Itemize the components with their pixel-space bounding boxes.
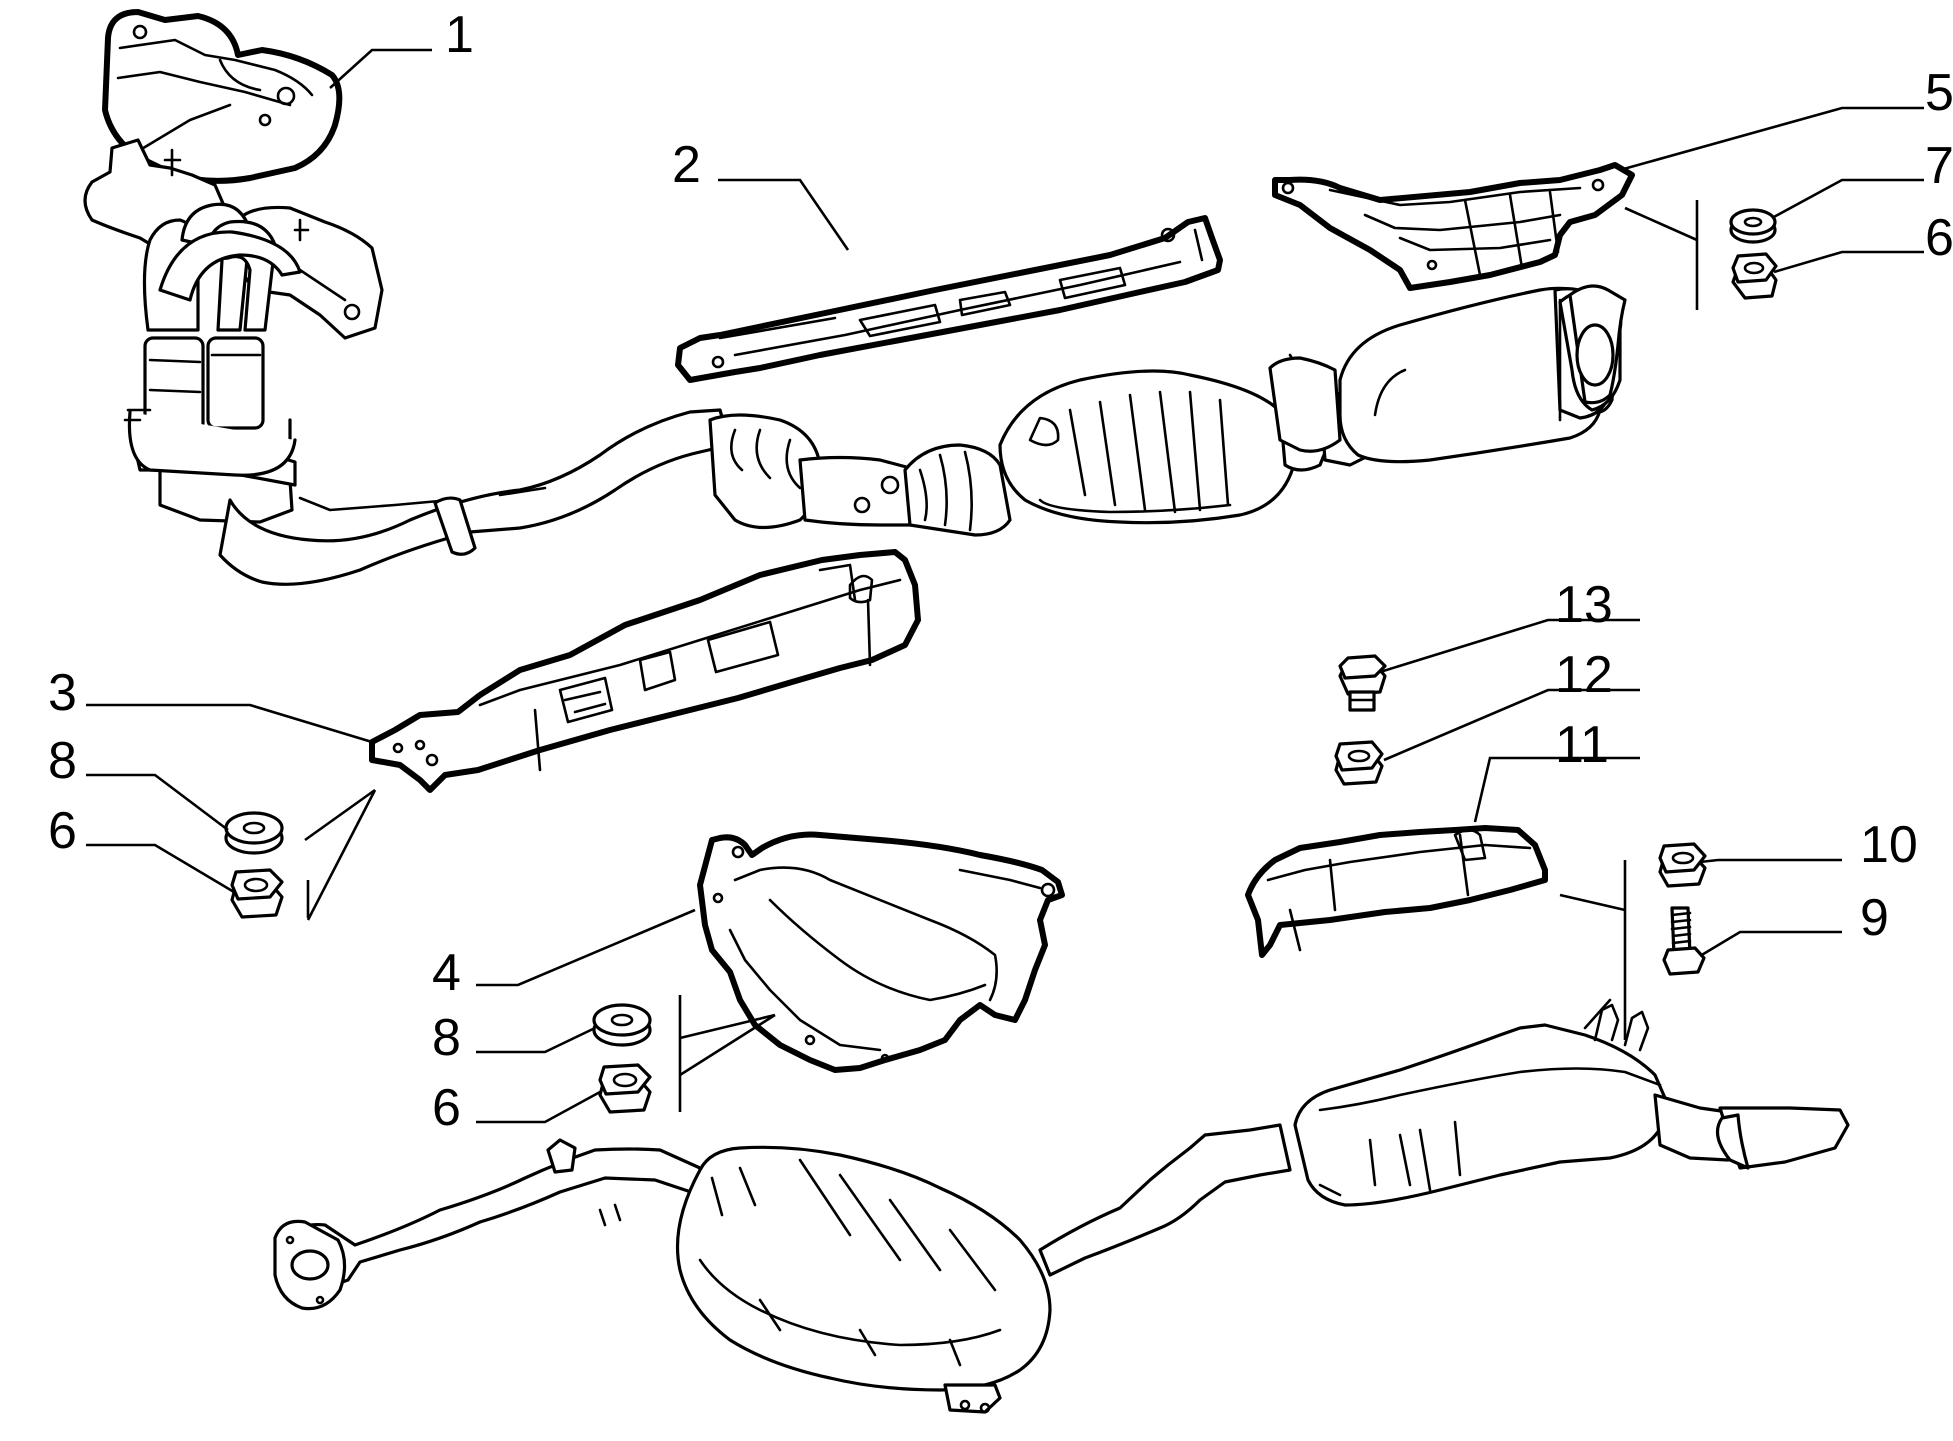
washer-7	[1729, 208, 1777, 244]
callout-4: 4	[432, 944, 461, 1002]
callout-6-left: 6	[48, 802, 77, 860]
heat-shield-rear-small	[1245, 825, 1548, 958]
callout-8-left: 8	[48, 732, 77, 790]
callout-1: 1	[445, 6, 474, 64]
callout-6-center: 6	[432, 1079, 461, 1137]
callout-8-center: 8	[432, 1009, 461, 1067]
bolt-13	[1338, 654, 1387, 712]
nut-6-upper	[1731, 252, 1778, 300]
heat-shield-center-upper	[675, 215, 1223, 383]
callout-5: 5	[1925, 64, 1953, 122]
rear-exhaust-pipe	[273, 1138, 702, 1311]
callout-7: 7	[1925, 137, 1953, 195]
washer-8-left	[224, 811, 284, 855]
leader-lines	[86, 48, 1924, 1124]
front-pipe	[218, 408, 1012, 586]
nut-6-center	[598, 1063, 652, 1114]
exhaust-manifold	[83, 138, 384, 524]
nut-12	[1334, 740, 1384, 786]
heat-shield-rear-muffler	[697, 831, 1065, 1073]
callout-11: 11	[1555, 716, 1609, 774]
center-muffler	[675, 1123, 1292, 1414]
callout-3: 3	[48, 664, 77, 722]
callout-13: 13	[1555, 576, 1613, 634]
washer-8-center	[592, 1003, 652, 1047]
heat-shield-right-upper	[1272, 162, 1635, 291]
catalytic-converter	[998, 284, 1627, 525]
callout-12: 12	[1555, 646, 1613, 704]
bolt-9	[1662, 906, 1706, 976]
nut-10	[1658, 842, 1707, 888]
rear-silencer	[1293, 998, 1850, 1207]
nut-6-left	[230, 868, 284, 919]
callout-labels: 1 2 3 4 5 6 6 6 7 8 8 9 10 11 12 13	[48, 6, 1953, 1137]
callout-6-upper: 6	[1925, 209, 1953, 267]
callout-10: 10	[1860, 816, 1918, 874]
heat-shield-center-lower	[369, 549, 921, 793]
callout-2: 2	[672, 136, 701, 194]
callout-9: 9	[1860, 889, 1889, 947]
